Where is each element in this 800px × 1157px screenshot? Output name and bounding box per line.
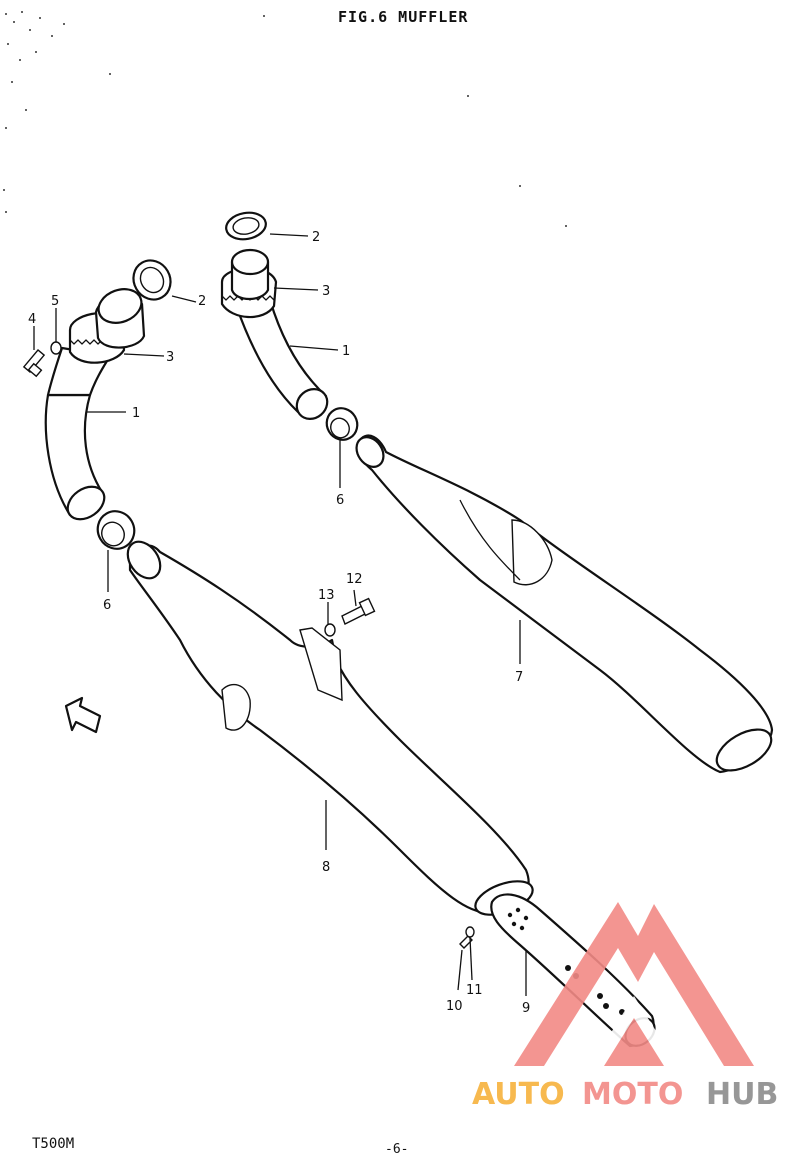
watermark-logo-icon xyxy=(514,902,754,1066)
joint-ring-right xyxy=(325,407,359,441)
muffler-left-heatshield-step xyxy=(221,683,251,731)
scan-noise xyxy=(3,11,567,227)
washer-11 xyxy=(465,926,475,938)
flange-right-top xyxy=(230,248,270,276)
muffler-right xyxy=(356,434,774,774)
joint-ring-left xyxy=(96,510,136,550)
watermark-text-hub: HUB xyxy=(706,1077,778,1112)
callout-3-left: 3 xyxy=(166,350,174,365)
muffler-right-bracket xyxy=(511,519,553,586)
callout-7: 7 xyxy=(515,670,523,685)
callout-1-left: 1 xyxy=(132,406,140,421)
callout-6-left: 6 xyxy=(103,598,111,613)
callout-10: 10 xyxy=(446,999,463,1014)
automotohub-watermark: AUTO MOTO HUB xyxy=(472,902,778,1112)
callout-8: 8 xyxy=(322,860,330,875)
leader-lines xyxy=(33,233,527,996)
muffler-left-bracket xyxy=(299,627,343,702)
watermark-text-moto: MOTO xyxy=(582,1077,683,1112)
callout-2-left: 2 xyxy=(198,294,206,309)
callout-12: 12 xyxy=(346,572,363,587)
callout-4: 4 xyxy=(28,312,36,327)
callout-numbers: 2 2 3 3 1 1 4 5 6 6 7 8 9 10 11 12 13 xyxy=(28,230,530,1016)
bolt-12 xyxy=(341,597,376,625)
washer-13 xyxy=(324,623,336,637)
callout-5: 5 xyxy=(51,294,59,309)
gasket-left-inner xyxy=(139,266,165,294)
exhaust-pipe-right-outlet xyxy=(295,388,329,420)
callout-6-right: 6 xyxy=(336,493,344,508)
callout-13: 13 xyxy=(318,588,335,603)
callout-1-right: 1 xyxy=(342,344,350,359)
gasket-right-inner xyxy=(232,217,260,235)
screw-10 xyxy=(459,935,473,949)
muffler-left-inlet xyxy=(126,540,162,580)
callout-11: 11 xyxy=(466,983,483,998)
callout-2-right: 2 xyxy=(312,230,320,245)
watermark-text-auto: AUTO xyxy=(472,1077,565,1112)
model-code: T500M xyxy=(32,1136,75,1152)
callout-3-right: 3 xyxy=(322,284,330,299)
muffler-right-outlet xyxy=(715,728,773,772)
callout-9: 9 xyxy=(522,1001,530,1016)
page-number: -6- xyxy=(385,1142,409,1157)
flange-left-top xyxy=(97,288,143,324)
figure-title: FIG.6 MUFFLER xyxy=(338,8,469,26)
bolt-4 xyxy=(22,349,46,378)
front-direction-arrow xyxy=(64,696,102,734)
muffler-right-inlet xyxy=(355,436,385,468)
washer-5 xyxy=(50,341,62,355)
exhaust-pipe-left-outlet xyxy=(66,485,106,521)
muffler-right-seam xyxy=(459,499,521,581)
